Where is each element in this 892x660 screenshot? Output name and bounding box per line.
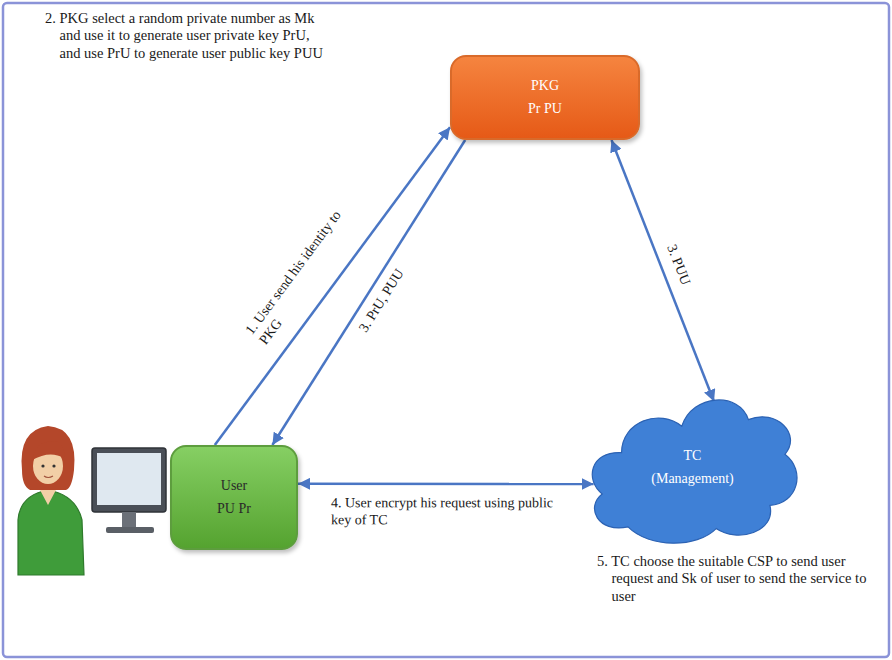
user-illustration [18, 426, 166, 575]
edge-label-box: 3. PUU [660, 239, 695, 291]
flow-arrow [612, 140, 715, 402]
cloud-outline [585, 385, 800, 550]
note-text: 5. TC choose the suitable CSP to send us… [597, 553, 882, 605]
step-note: 5. TC choose the suitable CSP to send us… [597, 553, 882, 605]
pkg-box: PKG Pr PU [450, 55, 640, 140]
outer-frame [3, 3, 889, 657]
node-text: PKG [531, 78, 559, 94]
note-text: 2. PKG select a random private number as… [45, 10, 330, 62]
edge-label-box: 4. User encrypt his request using public… [328, 494, 564, 530]
user-box: User PU Pr [170, 445, 298, 550]
flow-arrow [298, 483, 594, 486]
node-text: PU Pr [217, 501, 251, 517]
step-note: 2. PKG select a random private number as… [45, 10, 330, 62]
tc-cloud: TC (Management) [585, 385, 800, 550]
edge-label: 1. User send his identity to PKG [243, 208, 344, 348]
node-text: Pr PU [528, 101, 562, 117]
node-text: TC [684, 448, 702, 464]
edge-label: 3. PUU [664, 242, 693, 287]
node-text: User [221, 478, 247, 494]
node-text: (Management) [651, 471, 733, 487]
edge-label: 4. User encrypt his request using public… [331, 495, 553, 527]
flow-arrow [215, 127, 450, 445]
